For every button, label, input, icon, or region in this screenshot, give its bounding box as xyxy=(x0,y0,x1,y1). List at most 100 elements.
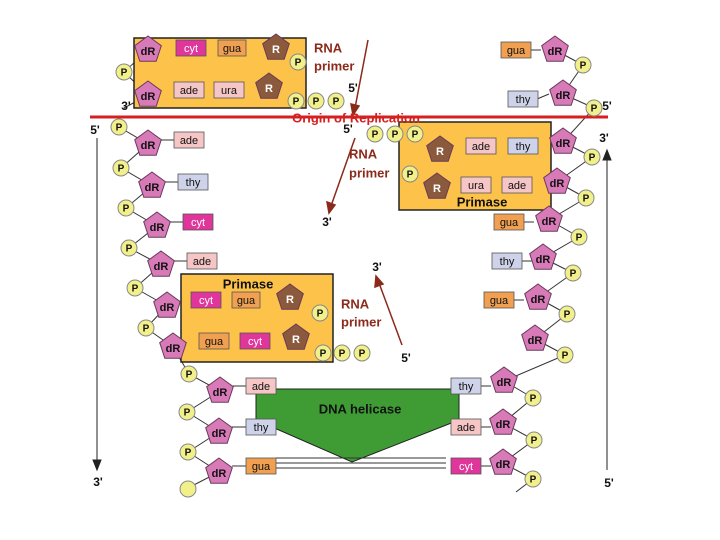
deoxyribose-label: dR xyxy=(141,91,156,103)
primase-label-left: Primase xyxy=(223,277,274,292)
phosphate-label: P xyxy=(531,436,538,447)
phosphate-label: P xyxy=(185,448,192,459)
phosphate-label: P xyxy=(143,324,150,335)
phosphate-label: P xyxy=(121,68,128,79)
phosphate xyxy=(524,470,542,488)
phosphate-label: P xyxy=(313,97,320,108)
base-cyt xyxy=(239,332,271,350)
rna-primer-label-top: RNA xyxy=(314,41,343,56)
phosphate xyxy=(577,189,595,207)
deoxyribose-sugar xyxy=(206,376,234,403)
deoxyribose-sugar xyxy=(153,291,181,318)
phosphate-label: P xyxy=(339,349,346,360)
right-primase-box xyxy=(398,121,552,211)
base-label-cyt: cyt xyxy=(191,217,205,229)
phosphate-label: P xyxy=(359,349,366,360)
ribose-label: R xyxy=(272,44,280,56)
strand-end-label: 3' xyxy=(599,131,609,145)
phosphate-label: P xyxy=(123,204,130,215)
deoxyribose-label: dR xyxy=(212,468,227,480)
deoxyribose-sugar xyxy=(543,167,571,194)
base-ade xyxy=(450,418,482,436)
phosphate-label: P xyxy=(562,351,569,362)
phosphate-label: P xyxy=(333,97,340,108)
deoxyribose-label: dR xyxy=(141,46,156,58)
strand-end-label: 5' xyxy=(604,476,614,490)
deoxyribose-sugar xyxy=(489,448,517,475)
phosphate-label: P xyxy=(583,194,590,205)
phosphate-label: P xyxy=(570,269,577,280)
base-ade xyxy=(173,81,205,99)
deoxyribose-sugar xyxy=(490,366,518,393)
base-ade xyxy=(186,252,218,270)
phosphate-label: P xyxy=(589,153,596,164)
base-label-cyt: cyt xyxy=(248,336,262,348)
strand-end-label: 5' xyxy=(90,123,100,137)
base-label-ura: ura xyxy=(221,85,238,97)
base-cyt xyxy=(175,39,207,57)
base-label-gua: gua xyxy=(205,336,224,348)
phosphate xyxy=(314,344,332,362)
phosphate xyxy=(558,305,576,323)
phosphate xyxy=(110,118,128,136)
deoxyribose-label: dR xyxy=(528,335,543,347)
deoxyribose-label: dR xyxy=(212,428,227,440)
rna-primer-label-top: primer xyxy=(314,59,354,74)
base-label-ade: ade xyxy=(508,180,526,192)
base-label-thy: thy xyxy=(459,381,474,393)
base-label-gua: gua xyxy=(500,217,519,229)
phosphate xyxy=(180,365,198,383)
strand-end-label: 5' xyxy=(348,81,358,95)
phosphate xyxy=(179,480,197,498)
deoxyribose-sugar xyxy=(134,129,162,156)
ribose-sugar xyxy=(255,72,283,99)
strand-end-label: 5' xyxy=(401,351,411,365)
phosphate xyxy=(287,92,305,110)
deoxyribose-label: dR xyxy=(154,261,169,273)
phosphate xyxy=(524,389,542,407)
base-cyt xyxy=(450,457,482,475)
deoxyribose-label: dR xyxy=(141,140,156,152)
base-label-gua: gua xyxy=(223,43,242,55)
phosphate xyxy=(115,63,133,81)
phosphate-label: P xyxy=(407,170,414,181)
base-gua xyxy=(493,213,525,231)
phosphate xyxy=(307,92,325,110)
base-gua xyxy=(231,291,261,309)
base-gua xyxy=(483,291,515,309)
deoxyribose-label: dR xyxy=(550,178,565,190)
base-thy xyxy=(177,173,209,191)
phosphate-label: P xyxy=(132,284,139,295)
ribose-label: R xyxy=(433,183,441,195)
primase-label-right: Primase xyxy=(457,195,508,210)
base-cyt xyxy=(190,291,222,309)
rna-primer-label-middle: RNA xyxy=(349,147,378,162)
base-thy xyxy=(491,252,523,270)
phosphate xyxy=(126,279,144,297)
phosphate-label: P xyxy=(576,233,583,244)
deoxyribose-label: dR xyxy=(145,182,160,194)
ribose-sugar xyxy=(423,172,451,199)
phosphate-label: P xyxy=(317,309,324,320)
molecules xyxy=(110,33,603,498)
phosphate-label: P xyxy=(591,104,598,115)
bond-line xyxy=(536,93,550,100)
phosphate xyxy=(564,264,582,282)
deoxyribose-sugar xyxy=(521,324,549,351)
deoxyribose-label: dR xyxy=(556,138,571,150)
phosphate-label: P xyxy=(186,370,193,381)
deoxyribose-sugar xyxy=(541,35,569,62)
base-thy xyxy=(245,418,277,436)
deoxyribose-label: dR xyxy=(497,377,512,389)
deoxyribose-sugar xyxy=(147,250,175,277)
strand-arrows xyxy=(92,138,612,472)
phosphate-label: P xyxy=(126,244,133,255)
base-label-gua: gua xyxy=(490,295,509,307)
phosphate xyxy=(556,346,574,364)
base-gua xyxy=(217,39,247,57)
phosphate-label: P xyxy=(564,310,571,321)
phosphate xyxy=(585,99,603,117)
ribose-label: R xyxy=(286,294,294,306)
base-label-cyt: cyt xyxy=(459,461,473,473)
dna-helicase-label: DNA helicase xyxy=(319,402,402,417)
